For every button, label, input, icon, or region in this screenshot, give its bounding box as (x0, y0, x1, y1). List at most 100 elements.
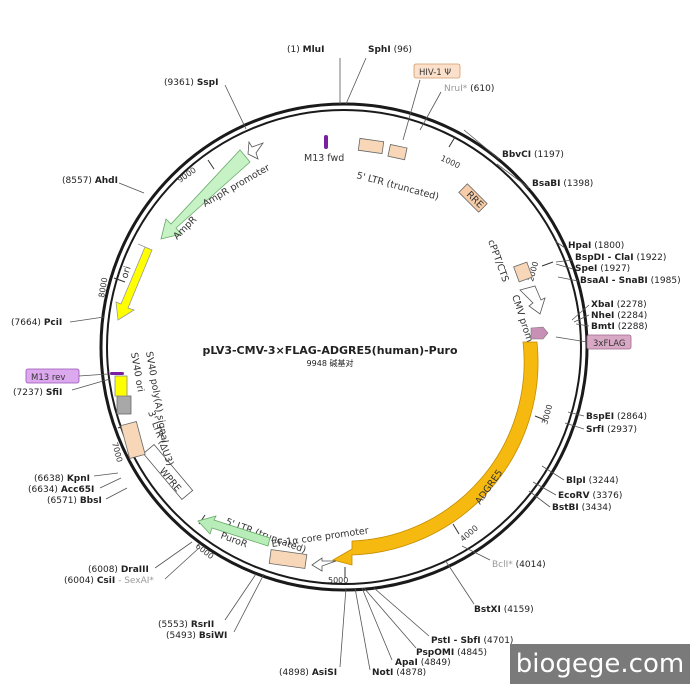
leader-sphi (345, 57, 367, 105)
site-bstbi: BstBI (3434) (552, 503, 612, 513)
site-bbsi-name: BbsI (80, 496, 102, 506)
ltr3-box (120, 421, 146, 459)
ltr5-label: 5' LTR (truncated) (355, 170, 440, 203)
site-bspei-name: BspEI (586, 412, 614, 422)
ori-label: ori (119, 265, 133, 280)
site-asisi-pos: (4898) (279, 668, 309, 678)
leader-pcii (69, 316, 105, 323)
site-bbvci: BbvCI (1197) (502, 150, 564, 160)
ampr-promoter-arrow (247, 140, 265, 160)
site-noti-pos: (4878) (396, 668, 426, 678)
site-blpi-pos: (3244) (589, 476, 619, 486)
rre-box (458, 183, 488, 213)
leader-csii (164, 547, 200, 580)
leader-pspomi (363, 587, 417, 649)
leader-nrui (419, 91, 442, 131)
leader-bspdi (555, 259, 574, 263)
site-sfii: (7237) SfiI (13, 388, 62, 398)
leader-m13rev (78, 373, 109, 377)
site-xbai-pos: (2278) (617, 300, 647, 310)
site-kpni-pos: (6638) (34, 474, 64, 484)
puror-arrow (197, 515, 271, 547)
site-noti: NotI (4878) (372, 668, 426, 678)
site-nhei-name: NheI (591, 311, 614, 321)
site-ecorv-pos: (3376) (592, 491, 622, 501)
site-sspi-name: SspI (197, 78, 219, 88)
site-nrui-name: NruI* (444, 84, 468, 94)
m13-rev-tag-label: M13 rev (31, 373, 65, 383)
leader-bbvci (463, 129, 500, 160)
site-kpni: (6638) KpnI (34, 474, 90, 484)
site-pcii-pos: (7664) (11, 318, 41, 328)
site-sspi-pos: (9361) (164, 78, 194, 88)
site-bcli-name: BclI* (492, 560, 513, 570)
leader-xbai (571, 304, 590, 321)
site-pcii: (7664) PciI (11, 318, 62, 328)
ltr5b-box (268, 549, 308, 569)
leader-bstxi (444, 559, 475, 605)
site-srfi-pos: (2937) (607, 425, 637, 435)
ltr5-box-2 (387, 143, 408, 161)
site-sspi: (9361) SspI (164, 78, 218, 88)
cmv-promoter-arrow (519, 285, 546, 315)
tick-label-5000: 5000 (328, 576, 348, 585)
site-bsabi: BsaBI (1398) (532, 179, 593, 189)
site-csii-name: CsiI (97, 576, 115, 586)
site-acc65i-pos: (6634) (28, 485, 58, 495)
site-bsaai-snabi-pos: (1985) (651, 276, 681, 286)
site-psti-sbfi-name: PstI - SbfI (431, 636, 481, 646)
site-bcli: BclI* (4014) (492, 560, 546, 570)
tick-3000 (534, 415, 546, 421)
site-pspomi-pos: (4845) (457, 648, 487, 658)
plasmid-size: 9948 碱基对 (307, 358, 354, 368)
site-nrui-pos: (610) (470, 84, 494, 94)
site-pspomi: PspOMI (4845) (416, 648, 487, 658)
site-ahdi-name: AhdI (95, 176, 118, 186)
site-bstxi-pos: (4159) (504, 605, 534, 615)
ltr5-box-1 (357, 137, 385, 155)
cppt-box (513, 261, 533, 283)
leader-noti (354, 587, 371, 671)
site-pcii-name: PciI (44, 318, 62, 328)
site-nhei-pos: (2284) (617, 311, 647, 321)
sv40-polya-box (116, 395, 132, 415)
leader-acc65i (99, 477, 122, 489)
site-csii: (6004) CsiI - SexAI* (64, 576, 154, 586)
site-mlui-name: MluI (303, 45, 325, 55)
leader-apai (361, 587, 393, 661)
site-asisi-name: AsiSI (312, 668, 337, 678)
leader-draiii (154, 541, 193, 569)
site-spei: SpeI (1927) (575, 264, 630, 274)
site-spei-name: SpeI (575, 264, 597, 274)
site-asisi: (4898) AsiSI (279, 668, 337, 678)
tick-4000 (452, 523, 460, 535)
tick-label-8000: 8000 (97, 277, 109, 299)
site-hpai-name: HpaI (568, 241, 591, 251)
site-draiii-pos: (6008) (88, 565, 118, 575)
ampr-arrow (160, 149, 251, 240)
leader-kpni (93, 472, 119, 477)
site-mlui: (1) MluI (287, 45, 324, 55)
backbone-inner-ring (106, 109, 582, 585)
m13-rev-marker (110, 372, 124, 375)
site-bspdi-clai-pos: (1922) (636, 253, 666, 263)
site-xbai-name: XbaI (591, 300, 614, 310)
site-apai-name: ApaI (395, 658, 418, 668)
leader-bmti (575, 323, 590, 327)
tick-label-1000: 1000 (439, 154, 461, 171)
leader-spei (555, 263, 574, 270)
site-xbai: XbaI (2278) (591, 300, 647, 310)
site-ahdi: (8557) AhdI (62, 176, 118, 186)
flag-arrow (530, 326, 549, 340)
site-acc65i: (6634) Acc65I (28, 485, 94, 495)
site-blpi: BlpI (3244) (566, 476, 619, 486)
site-bbsi: (6571) BbsI (47, 496, 102, 506)
leader-bbsi (105, 487, 128, 500)
site-bspdi-clai: BspDI - ClaI (1922) (575, 253, 666, 263)
site-bsaai-snabi-name: BsaAI - SnaBI (580, 276, 648, 286)
leader-bsiwi (233, 573, 265, 633)
adgre5-arrow (331, 341, 539, 566)
leader-bcli (461, 545, 491, 561)
plasmid-title: pLV3-CMV-3×FLAG-ADGRE5(human)-Puro (202, 344, 458, 357)
